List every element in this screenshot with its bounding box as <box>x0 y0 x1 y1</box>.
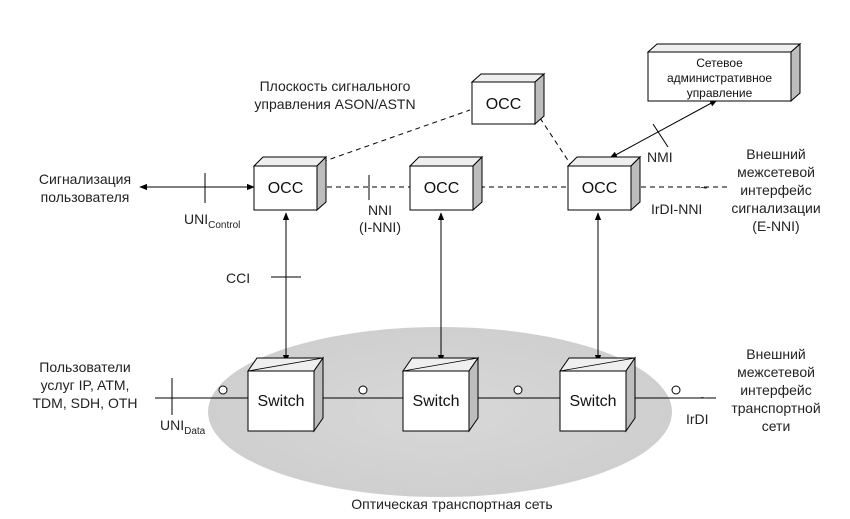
nm-box-line-2: административное <box>667 71 772 85</box>
occ-node-top: OCC <box>470 72 546 126</box>
user-signaling-line-2: пользователя <box>41 189 130 205</box>
irdi-label: IrDI <box>686 411 709 427</box>
uni-control-base: UNI <box>184 211 208 227</box>
switch-label: Switch <box>257 393 304 410</box>
occ-label: OCC <box>424 180 460 197</box>
cci-label: CCI <box>226 270 250 286</box>
nm-box-line-1: Сетевое <box>696 56 743 70</box>
irdi-nni-break-mark: ~ <box>700 180 708 195</box>
external-signaling-line-5: (E-NNI) <box>752 218 799 234</box>
external-transport-line-5: сети <box>762 418 791 434</box>
occ-node-2: OCC <box>408 155 484 212</box>
service-users-line-3: TDM, SDH, OTH <box>33 395 138 411</box>
external-signaling-line-2: межсетевой <box>737 164 815 180</box>
ports <box>218 385 681 395</box>
nmi-tick <box>652 123 669 148</box>
uni-data-label: UNIData <box>160 417 206 437</box>
uni-data-sub: Data <box>184 426 206 437</box>
occ-label: OCC <box>582 180 618 197</box>
occ-node-1: OCC <box>252 155 328 212</box>
control-plane-title-line-2: управления ASON/ASTN <box>254 96 415 112</box>
nmi-label: NMI <box>647 149 673 165</box>
external-transport-line-4: транспортной <box>731 400 820 416</box>
external-transport-line-3: интерфейс <box>740 382 812 398</box>
occ-label: OCC <box>486 96 522 113</box>
network-management-box: Сетевое административное управление <box>646 42 802 103</box>
control-plane-links <box>304 109 730 188</box>
nm-box-line-3: управление <box>687 86 753 100</box>
control-plane-title-line-1: Плоскость сигнального <box>260 78 411 94</box>
transport-network-caption: Оптическая транспортная сеть <box>351 496 552 512</box>
external-signaling-line-4: сигнализации <box>731 200 820 216</box>
switch-node-1: Switch <box>247 356 324 433</box>
occ-node-3: OCC <box>566 155 642 212</box>
user-signaling-line-1: Сигнализация <box>39 171 131 187</box>
occ-label: OCC <box>268 180 304 197</box>
nni-label-line-2: (I-NNI) <box>359 219 401 235</box>
switch-node-3: Switch <box>559 356 636 433</box>
irdi-break-mark: ~ <box>700 390 708 405</box>
uni-data-base: UNI <box>160 417 184 433</box>
uni-control-sub: Control <box>208 220 240 231</box>
cci-links <box>282 212 602 363</box>
external-transport-line-2: межсетевой <box>737 364 815 380</box>
switch-label: Switch <box>412 393 459 410</box>
irdi-nni-label: IrDI-NNI <box>651 201 702 217</box>
service-users-line-1: Пользователи <box>39 359 130 375</box>
uni-control-label: UNIControl <box>184 211 240 231</box>
external-signaling-line-3: интерфейс <box>740 182 812 198</box>
nmi-arrow <box>609 99 718 159</box>
service-users-line-2: услуг IP, ATM, <box>41 377 130 393</box>
external-signaling-line-1: Внешний <box>746 146 805 162</box>
nni-label-line-1: NNI <box>368 202 392 218</box>
switch-label: Switch <box>569 393 616 410</box>
external-transport-line-1: Внешний <box>746 346 805 362</box>
switch-node-2: Switch <box>402 356 479 433</box>
